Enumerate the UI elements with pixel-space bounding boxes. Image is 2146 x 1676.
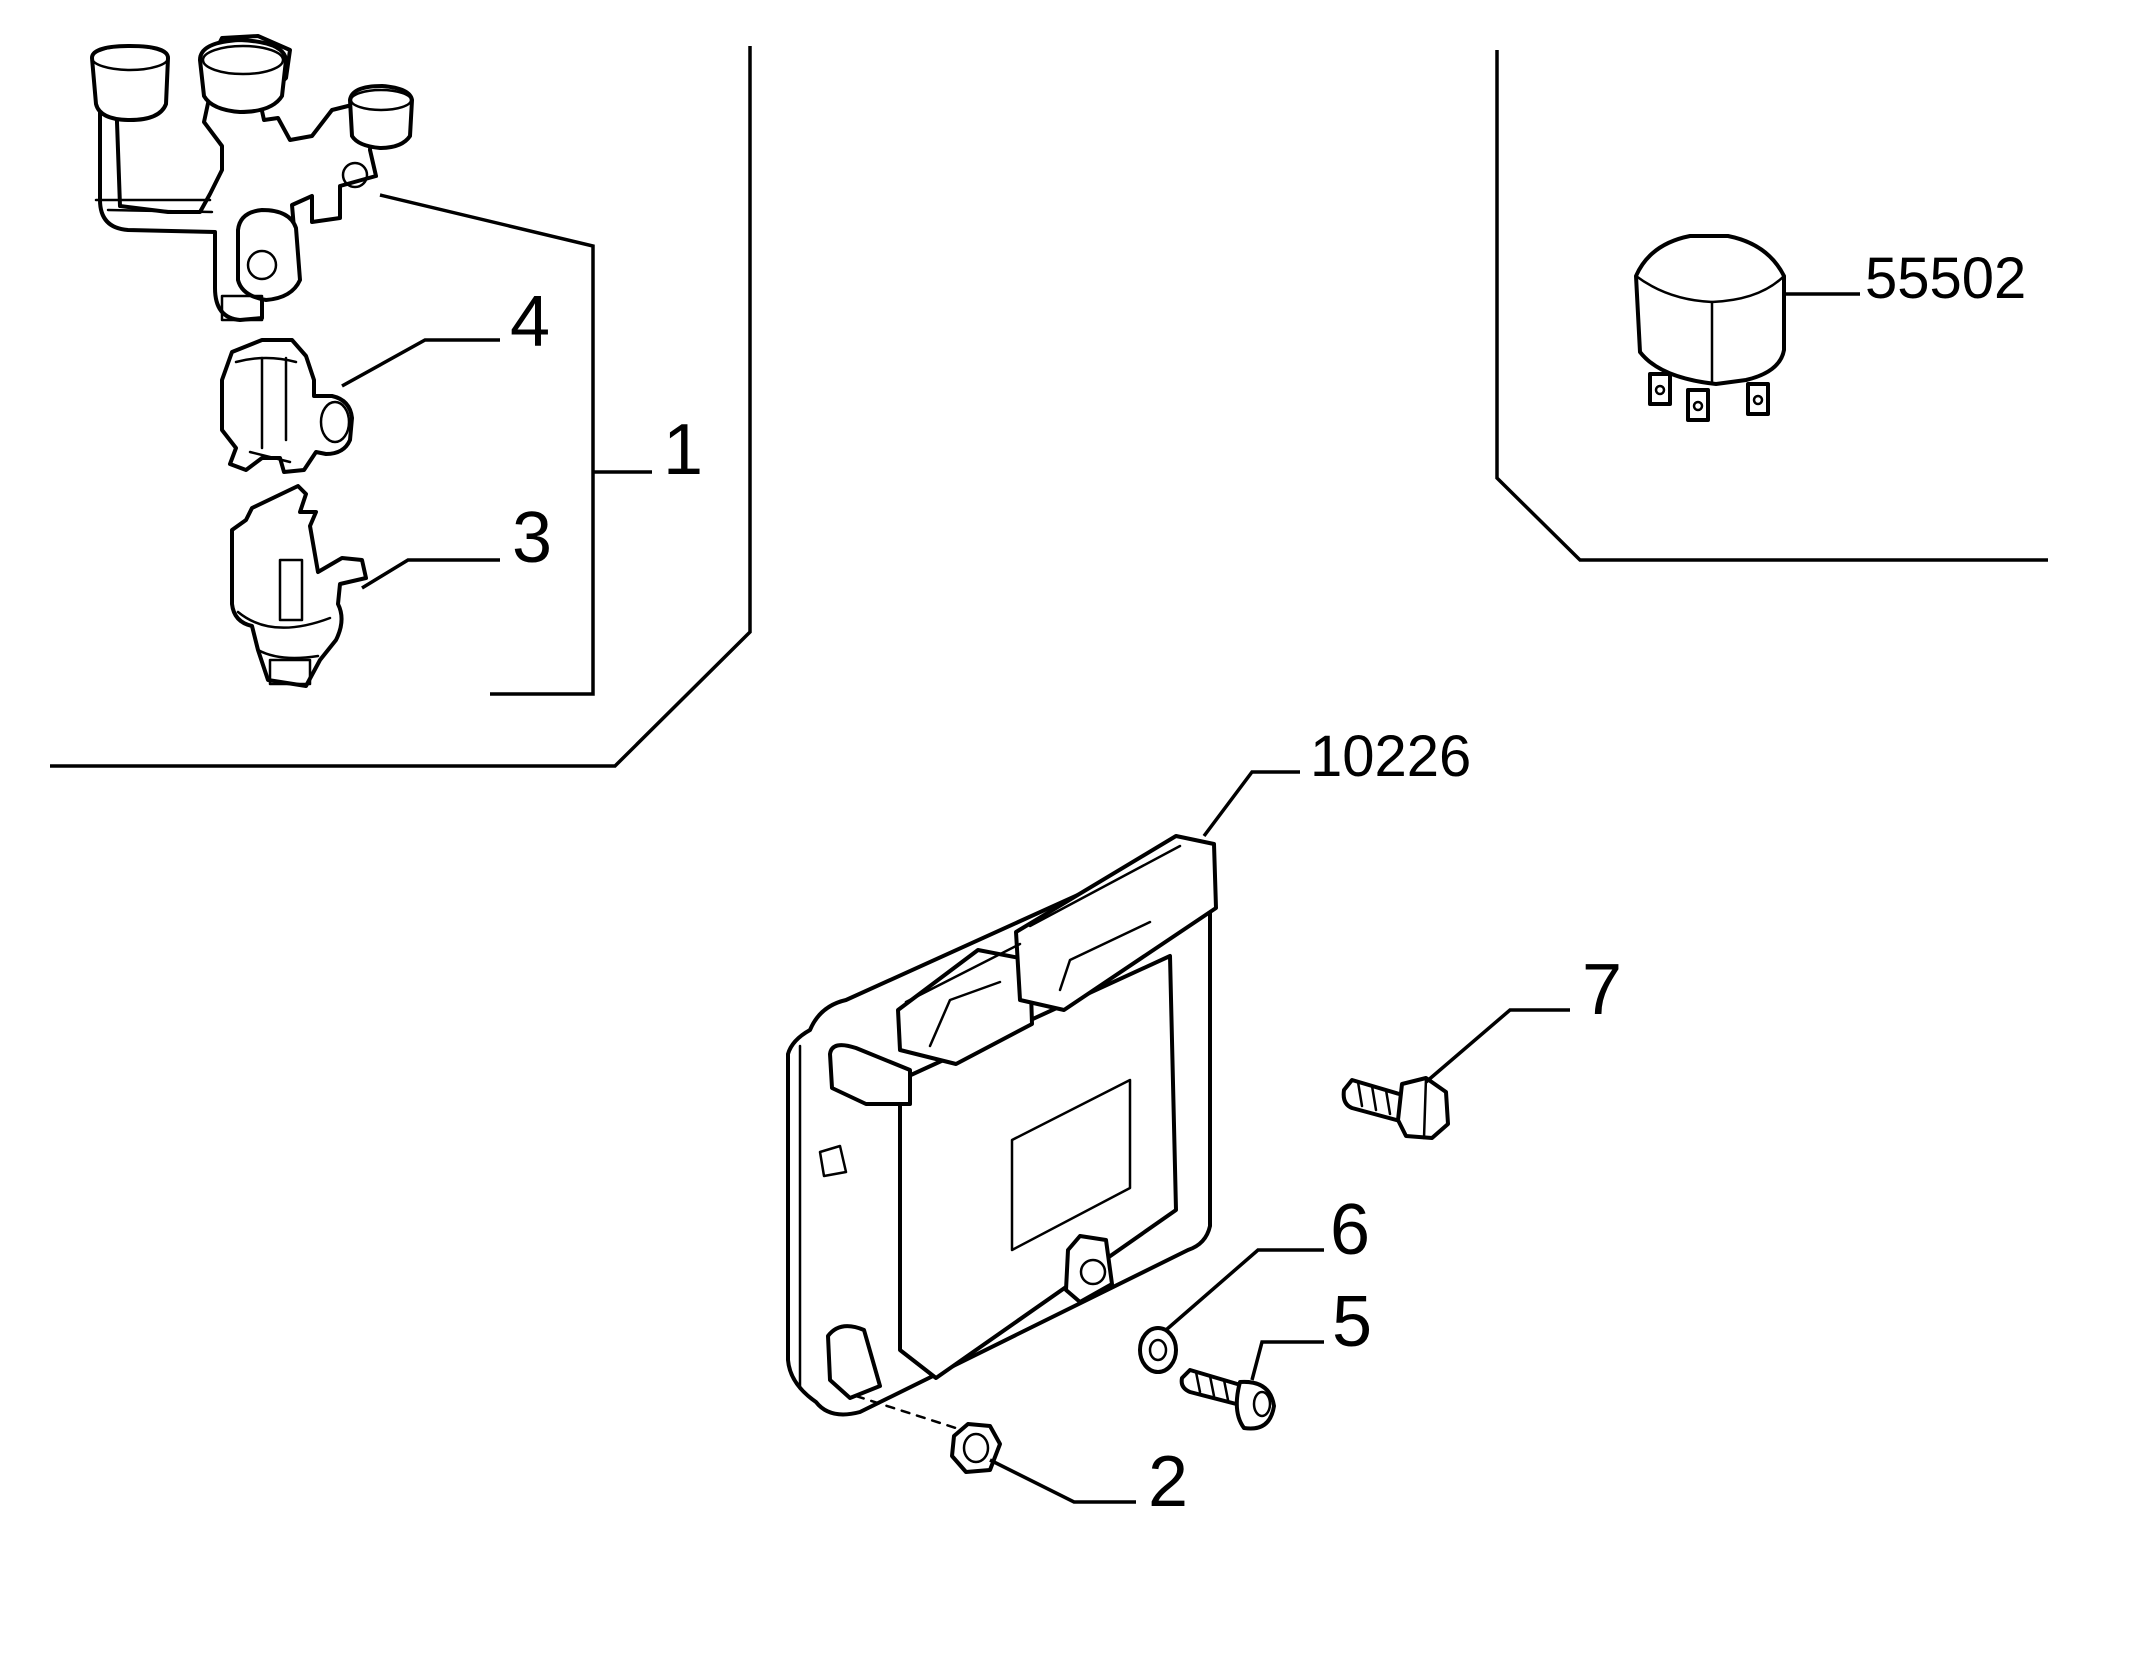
label-item-5: 5	[1332, 1282, 1372, 1362]
holder-part-item-3	[230, 484, 368, 688]
label-item-7: 7	[1582, 950, 1622, 1030]
nut-part-item-2	[950, 1422, 1002, 1474]
leader-lines	[341, 292, 1860, 1504]
ecu-part-item-10226	[786, 834, 1218, 1432]
relay-part-item-55502	[1634, 234, 1786, 422]
label-item-55502: 55502	[1865, 246, 2026, 311]
label-item-2: 2	[1148, 1442, 1188, 1522]
screw-part-item-5	[1179, 1368, 1276, 1431]
group-bracket-item-1	[379, 193, 652, 696]
bolt-part-item-7	[1341, 1076, 1450, 1140]
label-item-4: 4	[510, 282, 550, 362]
frame-top-left	[50, 46, 752, 768]
label-item-3: 3	[512, 498, 552, 578]
label-item-6: 6	[1330, 1190, 1370, 1270]
washer-part-item-6	[1138, 1326, 1178, 1374]
label-item-10226: 10226	[1310, 724, 1471, 789]
frame-top-right	[1495, 50, 2048, 562]
harness-bracket-part	[90, 34, 414, 322]
label-item-1: 1	[663, 410, 703, 490]
clip-part-item-4	[220, 338, 354, 474]
